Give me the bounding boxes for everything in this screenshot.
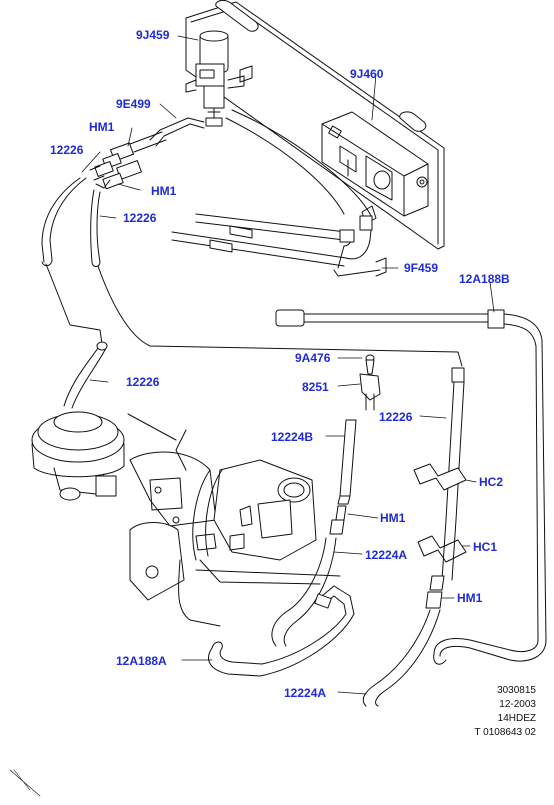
- vacuum-hose-12226-upper: [41, 177, 101, 267]
- reference-line-3: 14HDEZ: [497, 713, 536, 724]
- egr-valve: [31, 341, 177, 501]
- mounting-bracket: [185, 0, 445, 250]
- routing-lines: [45, 109, 463, 367]
- hose-12a188b: [275, 309, 547, 641]
- callout-9a476[interactable]: 9A476: [295, 351, 331, 365]
- callout-12a188a[interactable]: 12A188A: [116, 654, 167, 668]
- reference-line-4: T 0108643 02: [474, 727, 536, 738]
- callout-12a188b[interactable]: 12A188B: [459, 272, 510, 286]
- vacuum-solenoid: [185, 30, 245, 127]
- callout-9e499[interactable]: 9E499: [116, 97, 151, 111]
- callout-12226-egr[interactable]: 12226: [126, 375, 160, 389]
- leader-lines: [81, 35, 495, 695]
- callout-9j460[interactable]: 9J460: [350, 67, 384, 81]
- callout-12224b[interactable]: 12224B: [271, 430, 314, 444]
- callout-9f459[interactable]: 9F459: [404, 261, 439, 275]
- callout-12226-upper-right[interactable]: 12226: [123, 211, 157, 225]
- callout-9j459[interactable]: 9J459: [136, 28, 170, 42]
- callout-hm1-middle[interactable]: HM1: [380, 511, 406, 525]
- solenoid-connectors: [89, 117, 205, 190]
- tube-9f459: [171, 213, 387, 277]
- reference-line-1: 3030815: [497, 685, 536, 696]
- pipe-12224b: [271, 354, 381, 647]
- callout-12224a-lower[interactable]: 12224A: [284, 686, 327, 700]
- callout-hc1[interactable]: HC1: [473, 540, 498, 554]
- reference-line-2: 12-2003: [499, 699, 536, 710]
- callout-hm1-lower[interactable]: HM1: [457, 591, 483, 605]
- callout-12226-upper-left[interactable]: 12226: [50, 143, 84, 157]
- callout-12226-right[interactable]: 12226: [379, 410, 413, 424]
- callout-hm1-upper[interactable]: HM1: [89, 120, 115, 134]
- hose-12a188a: [208, 585, 547, 677]
- callout-8251[interactable]: 8251: [302, 380, 329, 394]
- reference-block: 3030815 12-2003 14HDEZ T 0108643 02: [474, 684, 536, 740]
- pipe-12224a: [362, 367, 467, 707]
- callout-12224a-upper[interactable]: 12224A: [365, 548, 408, 562]
- engine-components: [129, 429, 341, 627]
- callout-hm1-solenoid[interactable]: HM1: [151, 184, 177, 198]
- callout-hc2[interactable]: HC2: [479, 475, 504, 489]
